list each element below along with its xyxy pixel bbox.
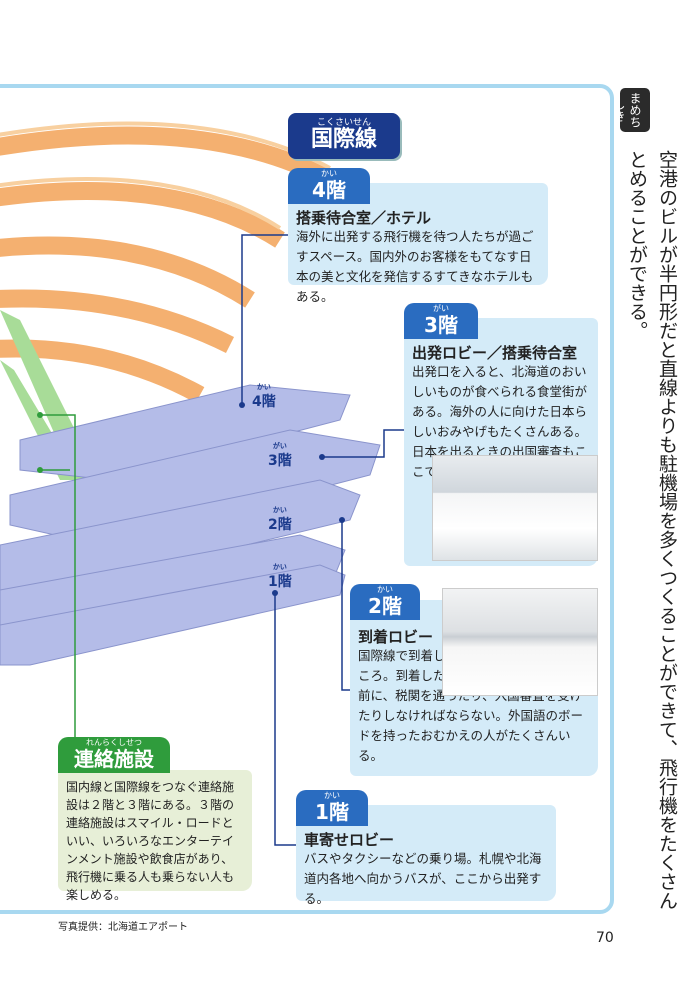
floor2-title: 到着ロビー	[358, 628, 434, 646]
mamechishiki-label: まめちしき	[612, 88, 650, 132]
label: 3階	[268, 453, 292, 469]
connector-title: 連絡施設	[74, 747, 154, 771]
header-title: 国際線	[310, 127, 377, 152]
label: 4階	[252, 394, 276, 410]
photo-credit: 写真提供：北海道エアポート	[58, 922, 188, 933]
leader-lines	[241, 234, 404, 846]
floor3-title: 出発ロビー／搭乗待合室	[412, 344, 578, 362]
reading: かい	[256, 383, 271, 391]
floor1-label: 1階	[315, 800, 349, 824]
floor1-reading: かい	[324, 791, 340, 800]
floor4-tab: かい 4階	[288, 168, 370, 204]
page-number: 70	[596, 930, 614, 946]
floor1-title: 車寄せロビー	[304, 831, 395, 849]
header-reading: こくさいせん	[316, 118, 371, 128]
international-header: こくさいせん 国際線	[288, 113, 400, 159]
mamechishiki-text: 空港のビルが半円形だと直線よりも駐機場を多くつくることができて、飛行機をたくさん…	[626, 150, 678, 910]
connector-box: 国内線と国際線をつなぐ連絡施設は２階と３階にある。３階の連絡施設はスマイル・ロー…	[58, 770, 252, 902]
floor4-box: 搭乗待合室／ホテル 海外に出発する飛行機を待つ人たちが過ごすスペース。国内外のお…	[288, 183, 548, 304]
connector-text: 国内線と国際線をつなぐ連絡施設は２階と３階にある。３階の連絡施設はスマイル・ロー…	[66, 780, 235, 902]
floor2-tab: かい 2階	[350, 584, 420, 620]
floor1-text: バスやタクシーなどの乗り場。札幌や北海道内各地へ向かうバスが、ここから出発する。	[304, 851, 542, 906]
departure-lobby-photo	[432, 455, 598, 561]
arrival-lobby-photo	[442, 588, 598, 696]
orange-arcs	[0, 126, 335, 403]
floor4-text: 海外に出発する飛行機を待つ人たちが過ごすスペース。国内外のお客様をもてなす日本の…	[296, 229, 534, 304]
diagram-label-2f: かい 2階	[268, 506, 292, 534]
floor4-title: 搭乗待合室／ホテル	[296, 209, 432, 227]
reading: がい	[272, 442, 287, 450]
connector-tab: れんらくしせつ 連絡施設	[58, 737, 170, 773]
floor4-label: 4階	[312, 178, 346, 202]
diagram-label-3f: がい 3階	[268, 442, 292, 470]
floor2-reading: かい	[377, 585, 393, 594]
floor-plates	[0, 384, 381, 666]
floor4-reading: かい	[321, 169, 337, 178]
connector-reading: れんらくしせつ	[86, 738, 142, 747]
floor3-reading: がい	[433, 304, 449, 313]
reading: かい	[272, 563, 287, 571]
floor3-tab: がい 3階	[404, 303, 478, 339]
diagram-label-1f: かい 1階	[268, 563, 292, 591]
floor2-text-wrap: 国際線で到着した人たちを出むかえるところ。到着した人たちは、ロビーに出る前に、税…	[358, 646, 583, 766]
reading: かい	[272, 506, 287, 514]
label: 1階	[268, 574, 292, 590]
page-frame	[0, 84, 614, 914]
diagram-label-4f: かい 4階	[252, 383, 276, 411]
label: 2階	[268, 517, 292, 533]
floor2-label: 2階	[368, 594, 402, 618]
floor3-label: 3階	[424, 313, 458, 337]
floor1-tab: かい 1階	[296, 790, 368, 826]
